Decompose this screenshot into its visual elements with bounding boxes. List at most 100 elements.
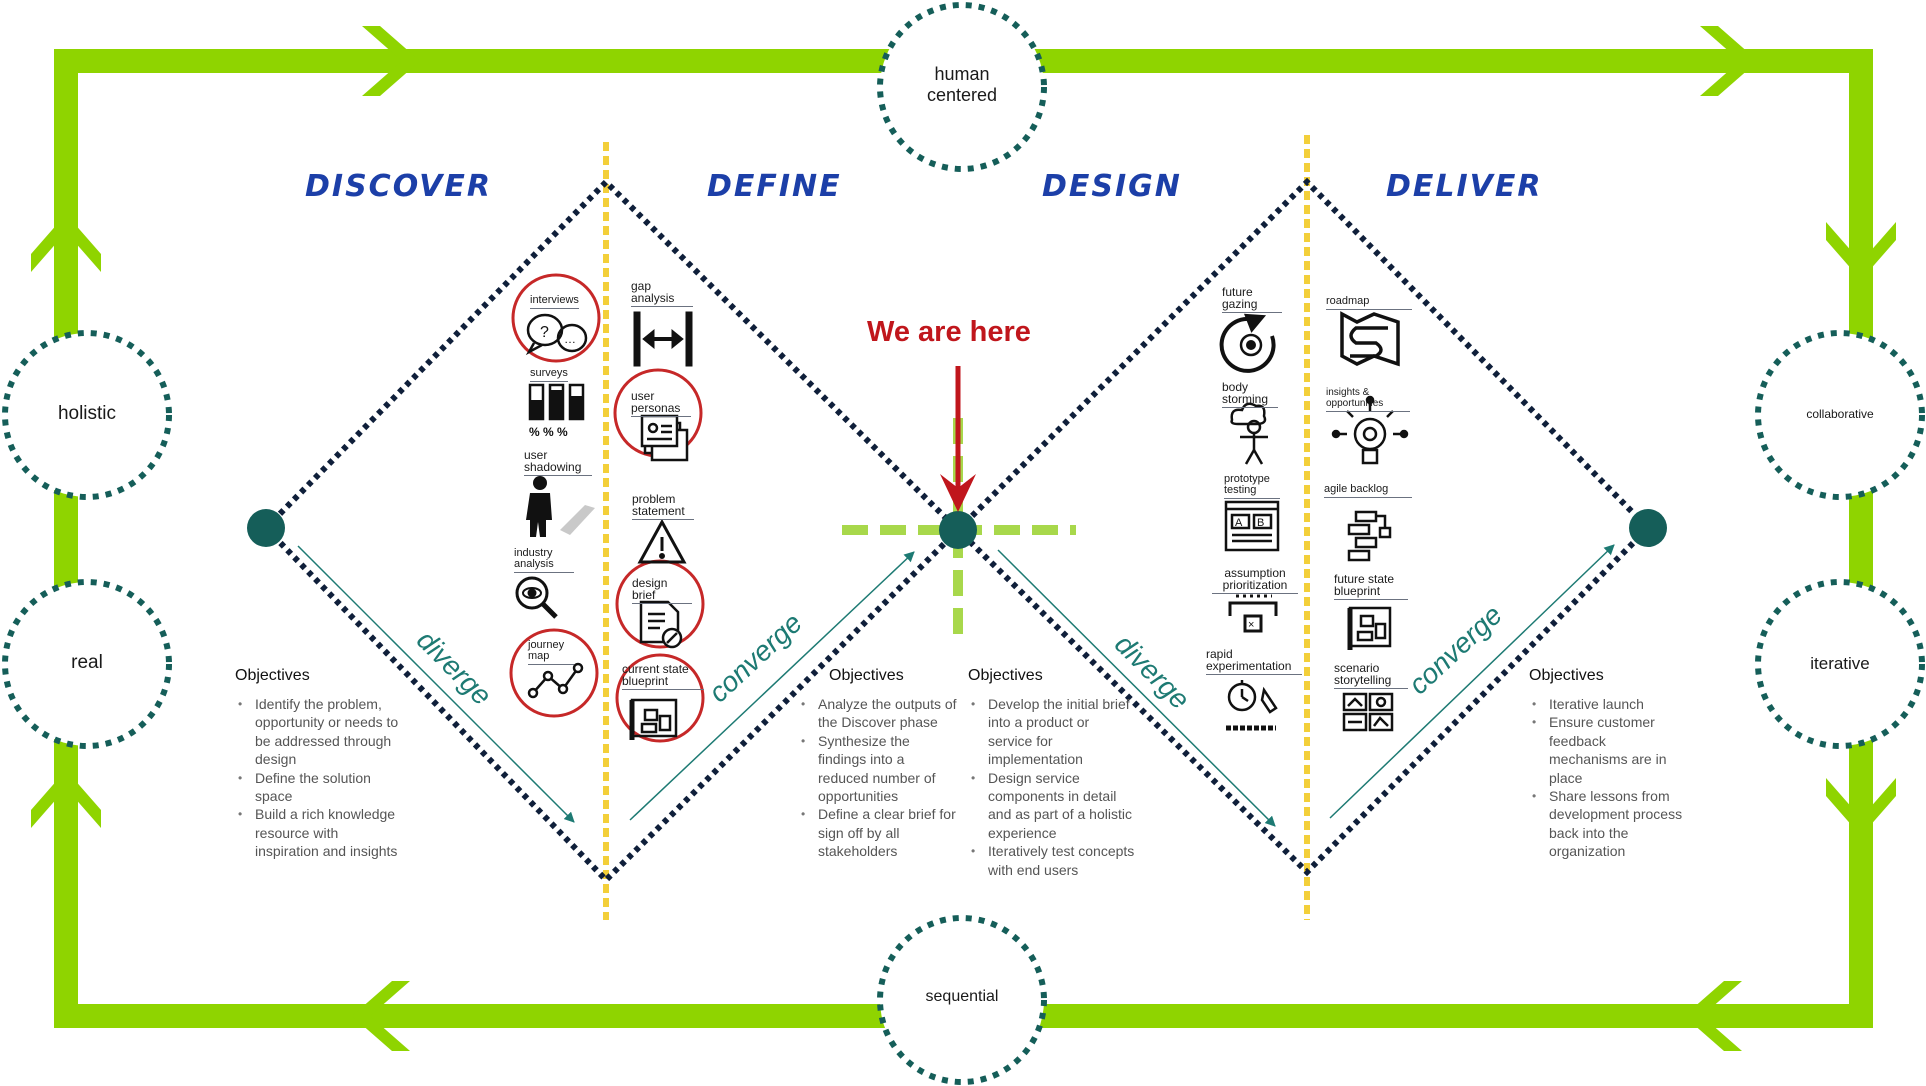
gap-analysis-icon (633, 311, 693, 367)
tool-label-assumption-prioritization: assumption prioritization (1212, 567, 1298, 594)
agile-backlog-icon (1347, 510, 1392, 562)
top-right-chevron (1700, 26, 1758, 96)
tool-label-industry-analysis: industry analysis (514, 548, 574, 573)
objective-item: Define the solution space (235, 769, 403, 806)
tool-label-future-gazing: future gazing (1222, 286, 1282, 313)
tool-label-body-storming: body storming (1222, 381, 1278, 408)
label-holistic: holistic (57, 403, 117, 424)
objectives-title-discover: Objectives (235, 667, 310, 684)
future-gazing-icon (1219, 313, 1276, 373)
objective-item: Analyze the outputs of the Discover phas… (798, 695, 958, 732)
svg-text:A: A (1235, 517, 1243, 529)
circle-iterative (1755, 579, 1925, 749)
objectives-title-deliver: Objectives (1529, 667, 1604, 684)
label-real: real (71, 652, 103, 673)
tool-label-agile-backlog: agile backlog (1324, 484, 1412, 498)
node-start (247, 509, 285, 547)
objective-item: Iteratively test concepts with end users (968, 842, 1136, 879)
we-are-here-arrowhead (940, 474, 976, 512)
label-collaborative: collaborative (1806, 407, 1874, 421)
label-iterative: iterative (1810, 654, 1870, 673)
svg-text:B: B (1257, 517, 1264, 529)
tool-label-surveys: surveys (530, 367, 568, 382)
tool-label-user-shadowing: user shadowing (524, 449, 592, 476)
tool-label-rapid-experimentation: rapid experimentation (1206, 648, 1302, 675)
phase-title-define: DEFINE (707, 169, 842, 204)
tool-label-gap-analysis: gap analysis (631, 280, 693, 307)
tool-label-user-personas: user personas (631, 390, 691, 417)
bottom-right-chevron (1684, 981, 1742, 1051)
arrow-diverge-2 (997, 549, 1276, 827)
right-upper-chevron (1826, 222, 1896, 280)
objectives-title-design: Objectives (968, 667, 1043, 684)
we-are-here-label: We are here (867, 316, 1031, 348)
current-state-blueprint-icon (629, 698, 678, 740)
objectives-list-discover: Identify the problem, opportunity or nee… (235, 695, 403, 861)
roadmap-icon (1340, 311, 1400, 367)
objectives-list-define: Analyze the outputs of the Discover phas… (798, 695, 958, 861)
label-sequential: sequential (925, 988, 999, 1005)
circle-real (2, 579, 172, 749)
objective-item: Develop the initial brief into a product… (968, 695, 1136, 769)
highlight-current-state-blueprint (615, 653, 705, 743)
node-end (1629, 509, 1667, 547)
tool-label-insights-opportunities: insights & opportunities (1326, 387, 1410, 412)
objective-item: Build a rich knowledge resource with ins… (235, 805, 403, 860)
highlight-journey-map (509, 628, 599, 718)
tool-label-problem-statement: problem statement (632, 493, 694, 520)
user-shadowing-icon (526, 476, 595, 537)
objective-item: Identify the problem, opportunity or nee… (235, 695, 403, 769)
tool-label-prototype-testing: prototype testing (1224, 474, 1280, 499)
circle-sequential (877, 915, 1047, 1085)
objective-item: Design service components in detail and … (968, 769, 1136, 843)
objective-item: Iterative launch (1529, 695, 1685, 714)
arrow-converge-1 (629, 551, 915, 821)
tool-label-journey-map: journey map (528, 640, 574, 665)
phase-title-discover: DISCOVER (305, 169, 492, 204)
left-lower-chevron (31, 770, 101, 828)
objectives-list-design: Develop the initial brief into a product… (968, 695, 1136, 879)
industry-analysis-icon (515, 576, 558, 619)
node-center (939, 511, 977, 549)
objectives-title-define: Objectives (829, 667, 904, 684)
phase-title-design: DESIGN (1042, 169, 1182, 204)
circle-human-centered (877, 2, 1047, 172)
objectives-list-deliver: Iterative launch Ensure customer feedbac… (1529, 695, 1685, 861)
svg-text:% % %: % % % (529, 425, 568, 439)
objective-item: Ensure customer feedback mechanisms are … (1529, 713, 1685, 787)
objective-item: Define a clear brief for sign off by all… (798, 805, 958, 860)
rapid-experimentation-icon (1226, 680, 1278, 731)
scenario-storytelling-icon (1342, 692, 1394, 732)
frame-arrows (31, 26, 1896, 1051)
objective-item: Share lessons from development process b… (1529, 787, 1685, 861)
top-left-chevron (362, 26, 420, 96)
svg-text:…: … (564, 332, 576, 346)
highlight-interviews (511, 273, 601, 363)
label-human-centered: human centered (926, 64, 998, 105)
bottom-left-chevron (352, 981, 410, 1051)
tool-label-design-brief: design brief (632, 577, 692, 604)
tool-label-roadmap: roadmap (1326, 295, 1412, 310)
tool-label-current-state-blueprint: current state blueprint (622, 663, 704, 690)
circle-collaborative (1755, 330, 1925, 500)
objective-item: Synthesize the findings into a reduced n… (798, 732, 958, 806)
interviews-icon: ? … (525, 313, 588, 356)
arrow-diverge-1 (297, 545, 575, 823)
arrow-converge-2 (1329, 544, 1615, 819)
future-state-blueprint-icon (1347, 606, 1392, 650)
insights-opportunities-icon (1331, 395, 1409, 465)
problem-statement-icon (637, 518, 687, 564)
svg-text:×: × (1248, 619, 1254, 631)
body-storming-icon (1230, 402, 1268, 465)
design-brief-icon (639, 600, 683, 649)
surveys-icon: % % % (528, 383, 585, 439)
tool-label-interviews: interviews (530, 294, 579, 309)
journey-map-icon (527, 662, 584, 699)
right-lower-chevron (1826, 778, 1896, 836)
assumption-prioritization-icon: × (1228, 594, 1278, 633)
highlight-design-brief (615, 559, 705, 649)
svg-text:?: ? (540, 324, 549, 341)
left-upper-chevron (31, 214, 101, 272)
